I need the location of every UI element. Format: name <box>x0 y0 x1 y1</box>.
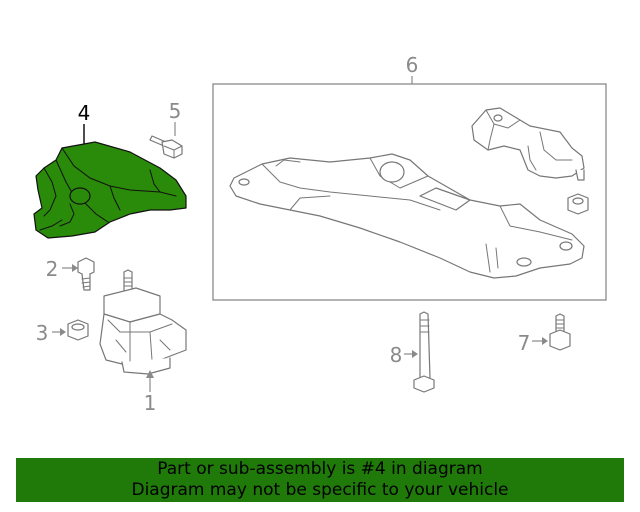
callout-6[interactable]: 6 <box>406 53 419 77</box>
callout-3[interactable]: 3 <box>36 321 49 345</box>
callout-4[interactable]: 4 <box>78 101 91 125</box>
part-7-bolt[interactable] <box>549 313 571 351</box>
part-1-mount[interactable] <box>99 269 187 375</box>
part-5-bolt[interactable] <box>149 135 183 159</box>
part-2-bolt[interactable] <box>77 257 95 291</box>
callout-8-arrow <box>412 350 418 358</box>
part-6-crossmember[interactable] <box>229 153 585 279</box>
callout-7-arrow <box>542 337 548 345</box>
callout-3-arrow <box>60 328 66 336</box>
notice-line-1: Part or sub-assembly is #4 in diagram <box>157 459 483 479</box>
notice-line-2: Diagram may not be specific to your vehi… <box>131 480 509 500</box>
callout-8[interactable]: 8 <box>390 343 403 367</box>
notice-banner: Part or sub-assembly is #4 in diagram Di… <box>16 458 624 502</box>
part-6-group-box <box>212 83 607 301</box>
callout-1[interactable]: 1 <box>144 391 157 415</box>
callout-2[interactable]: 2 <box>46 257 59 281</box>
part-3-nut[interactable] <box>67 319 89 341</box>
callout-5[interactable]: 5 <box>169 99 182 123</box>
part-8-long-bolt[interactable] <box>413 311 435 393</box>
part-4-bracket[interactable] <box>33 141 187 239</box>
part-6-upper-bracket[interactable] <box>471 107 585 181</box>
callout-1-arrow <box>146 370 154 378</box>
callout-7[interactable]: 7 <box>518 331 531 355</box>
callout-2-arrow <box>72 264 78 272</box>
part-6-nut[interactable] <box>567 193 589 215</box>
